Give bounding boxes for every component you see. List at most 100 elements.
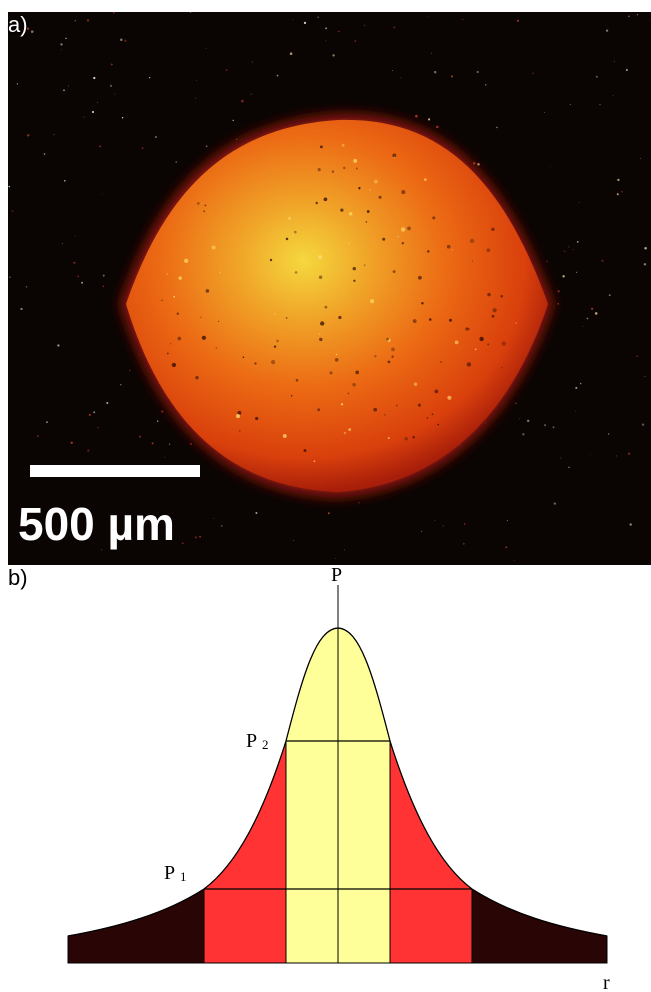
micrograph-speck — [106, 401, 109, 405]
crystal-speck — [205, 289, 210, 293]
crystal-speck — [348, 428, 352, 432]
crystal-speck — [211, 245, 216, 250]
micrograph-speck — [433, 70, 437, 74]
micrograph-speck — [241, 99, 244, 103]
micrograph-speck — [427, 118, 431, 121]
micrograph-speck — [590, 454, 592, 456]
crystal-speck — [501, 341, 506, 346]
crystal-speck — [355, 167, 358, 170]
pressure-profile-diagram: P r P 2 P 1 — [67, 565, 610, 992]
micrograph-speck — [643, 263, 647, 266]
micrograph-speck — [431, 52, 432, 54]
micrograph-speck — [560, 457, 562, 459]
crystal-speck — [400, 227, 406, 232]
micrograph-speck — [612, 94, 614, 97]
micrograph-speck — [450, 75, 454, 78]
micrograph-speck — [74, 20, 76, 22]
micrograph-speck — [506, 520, 508, 521]
micrograph-speck — [519, 418, 521, 420]
micrograph-speck — [392, 69, 394, 71]
micrograph-speck — [553, 502, 556, 505]
micrograph-speck — [101, 549, 103, 551]
micrograph-speck — [11, 210, 14, 212]
micrograph-speck — [415, 114, 418, 118]
micrograph-speck — [599, 104, 601, 106]
crystal-speck — [384, 414, 386, 416]
p1-subscript: 1 — [180, 869, 187, 884]
crystal-speck — [358, 186, 361, 190]
micrograph-speck — [575, 386, 578, 389]
micrograph-speck — [579, 382, 582, 385]
micrograph-speck — [16, 83, 19, 85]
crystal-speck — [427, 250, 430, 253]
crystal-speck — [515, 322, 517, 324]
crystal-speck — [486, 248, 491, 253]
crystal-speck — [501, 367, 503, 369]
crystal-speck — [347, 392, 350, 395]
micrograph-speck — [67, 85, 69, 87]
crystal-speck — [318, 275, 323, 279]
micrograph-speck — [550, 165, 552, 167]
crystal-speck — [334, 357, 339, 362]
micrograph-speck — [293, 539, 295, 542]
micrograph-speck — [251, 61, 254, 63]
micrograph-speck — [552, 426, 555, 429]
micrograph-speck — [601, 259, 604, 262]
micrograph-speck — [568, 466, 570, 469]
crystal-speck — [171, 362, 177, 368]
crystal-speck — [374, 355, 377, 358]
crystal-speck — [500, 294, 503, 298]
micrograph-speck — [60, 43, 63, 46]
crystal-speck — [407, 226, 411, 231]
micrograph-speck — [343, 549, 346, 551]
crystal-speck — [323, 197, 328, 202]
crystal-speck — [237, 411, 242, 415]
micrograph-speck — [124, 39, 127, 42]
crystal-speck — [338, 315, 342, 320]
crystal-speck — [412, 436, 415, 439]
micrograph-speck — [354, 40, 357, 42]
micrograph-speck — [8, 185, 10, 188]
crystal-speck — [454, 340, 459, 345]
glowing-crystal — [126, 119, 548, 492]
micrograph-speck — [576, 241, 579, 243]
micrograph-speck — [515, 402, 517, 405]
micrograph-speck — [205, 48, 207, 49]
micrograph-speck — [88, 413, 91, 417]
micrograph-speck — [644, 246, 647, 250]
micrograph-speck — [505, 546, 508, 549]
micrograph-speck — [615, 455, 618, 457]
crystal-speck — [254, 362, 257, 365]
crystal-speck — [391, 355, 394, 358]
micrograph-speck — [102, 285, 104, 287]
micrograph-speck — [496, 126, 498, 129]
crystal-speck — [219, 271, 222, 274]
micrograph-speck — [83, 116, 85, 118]
micrograph-speck — [605, 29, 609, 32]
micrograph-speck — [189, 12, 192, 13]
axis-y-label: P — [331, 565, 342, 586]
crystal-speck — [369, 298, 375, 304]
micrograph-speck — [102, 274, 105, 277]
micrograph-speck — [37, 435, 39, 437]
crystal-speck — [274, 313, 276, 315]
micrograph-speck — [161, 410, 164, 413]
micrograph-speck — [93, 76, 96, 80]
micrograph-speck — [327, 512, 330, 515]
crystal-speck — [315, 201, 318, 205]
micrograph-speck — [582, 325, 584, 327]
crystal-speck — [184, 258, 189, 264]
crystal-speck — [319, 333, 321, 335]
micrograph-speck — [109, 84, 113, 88]
micrograph-speck — [649, 19, 651, 21]
micrograph-speck — [563, 250, 566, 252]
crystal-speck — [369, 189, 371, 191]
crystal-speck — [387, 360, 391, 364]
crystal-speck — [329, 371, 333, 375]
micrograph-speck — [255, 511, 258, 515]
crystal-speck — [293, 230, 297, 234]
crystal-speck — [317, 168, 321, 172]
micrograph-speck — [148, 76, 151, 79]
crystal-speck — [269, 258, 273, 262]
crystal-speck — [353, 279, 356, 282]
